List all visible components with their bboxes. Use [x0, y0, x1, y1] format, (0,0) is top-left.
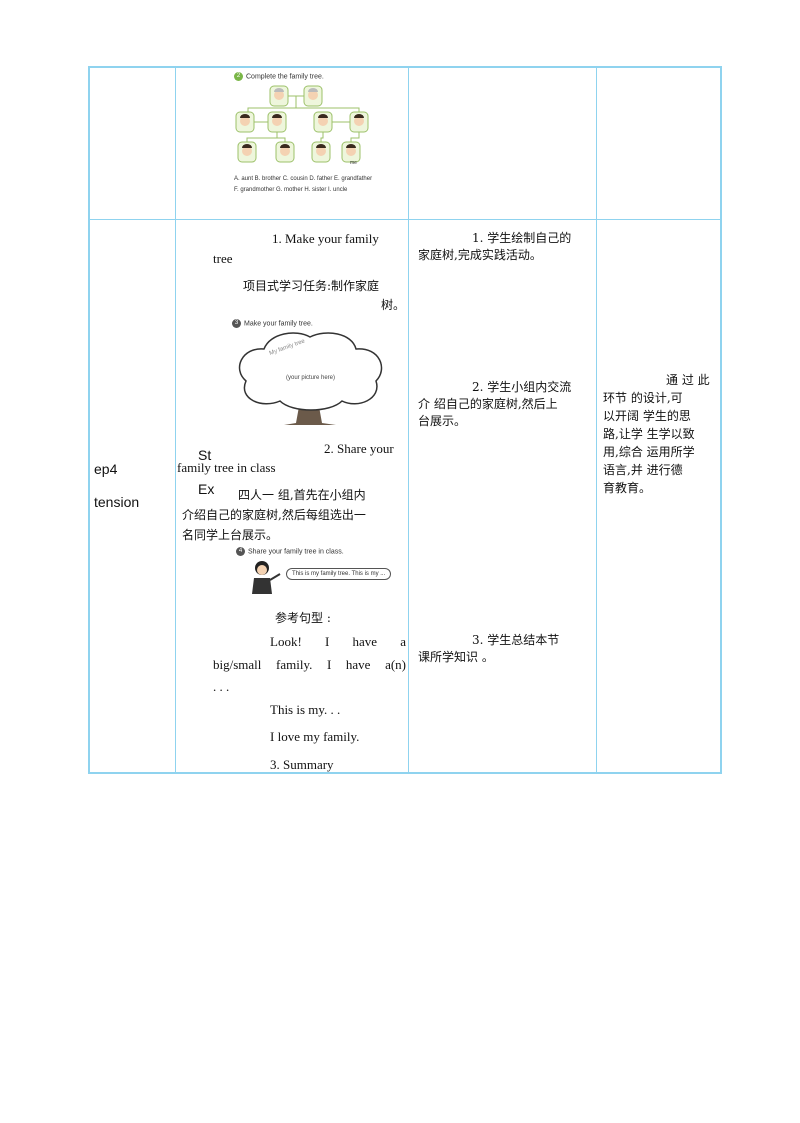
- picture-placeholder: (your picture here): [286, 375, 335, 381]
- column-divider: [408, 68, 409, 772]
- design-intent-line6: 语言,并 进行德: [603, 463, 683, 477]
- column-divider: [175, 68, 176, 772]
- reference-sentence-2: This is my. . .: [270, 702, 341, 717]
- student-activity-1-cont: 家庭树,完成实践活动。: [418, 248, 542, 262]
- exercise-number-badge: 4: [236, 547, 245, 556]
- reference-sentence-1-ellipsis: . . .: [213, 679, 230, 694]
- step-label-st: St: [198, 447, 212, 463]
- student-activity-3-cont: 课所学知识 。: [418, 650, 494, 664]
- design-intent-line4: 路,让学 生学以致: [603, 427, 695, 441]
- reference-sentence-1: Look! I have a: [270, 634, 406, 649]
- step-label-ex: Ex: [198, 481, 215, 497]
- project-task: 项目式学习任务:制作家庭: [243, 279, 380, 293]
- student-activity-3: 3. 学生总结本节: [472, 633, 560, 647]
- figure-title: Share your family tree in class.: [248, 548, 344, 556]
- design-intent-line2: 环节 的设计,可: [603, 391, 683, 405]
- exercise-title: Complete the family tree.: [246, 73, 324, 81]
- exercise-number-badge: 3: [232, 319, 241, 328]
- tree-illustration: My family tree (your picture here): [238, 332, 383, 425]
- reference-sentence-1-cont: big/small family. I have a(n): [213, 657, 406, 672]
- student-activity-2: 2. 学生小组内交流: [472, 380, 572, 394]
- design-intent-line7: 育教育。: [603, 481, 652, 495]
- family-tree-illustration: me: [235, 85, 369, 166]
- reference-sentence-3: I love my family.: [270, 729, 360, 744]
- project-task-end: 树。: [381, 298, 406, 312]
- speech-bubble: This is my family tree. This is my ...: [286, 568, 392, 580]
- exercise-number-badge: 2: [234, 72, 243, 81]
- group-instructions-line1: 四人一 组,首先在小组内: [238, 488, 366, 502]
- student-activity-1: 1. 学生绘制自己的: [472, 231, 572, 245]
- student-activity-2-end: 台展示。: [418, 414, 467, 428]
- row-divider: [90, 219, 720, 220]
- column-divider: [596, 68, 597, 772]
- exercise-options-line2: F. grandmother G. mother H. sister I. un…: [234, 187, 348, 193]
- activity-2-title-cont: family tree in class: [177, 460, 276, 475]
- activity-2-title: 2. Share your: [324, 441, 394, 456]
- girl-illustration: [252, 561, 281, 594]
- reference-sentences-label: 参考句型 :: [275, 611, 331, 625]
- exercise-options-line1: A. aunt B. brother C. cousin D. father E…: [234, 176, 373, 182]
- group-instructions-line3: 名同学上台展示。: [182, 528, 279, 542]
- student-activity-2-cont: 介 绍自己的家庭树,然后上: [418, 397, 558, 411]
- design-intent-line5: 用,综合 运用所学: [603, 445, 695, 459]
- group-instructions-line2: 介绍自己的家庭树,然后每组选出一: [182, 508, 366, 522]
- figure-title: Make your family tree.: [244, 320, 313, 328]
- step-label-tension: tension: [94, 494, 140, 510]
- activity-1-title-cont: tree: [213, 251, 233, 266]
- activity-1-title: 1. Make your family: [272, 231, 379, 246]
- design-intent-line3: 以开阔 学生的思: [603, 409, 691, 423]
- design-intent-line1: 通 过 此: [666, 373, 710, 387]
- me-label: me: [350, 160, 357, 166]
- step-label-ep4: ep4: [94, 461, 118, 477]
- activity-3-title: 3. Summary: [270, 757, 334, 772]
